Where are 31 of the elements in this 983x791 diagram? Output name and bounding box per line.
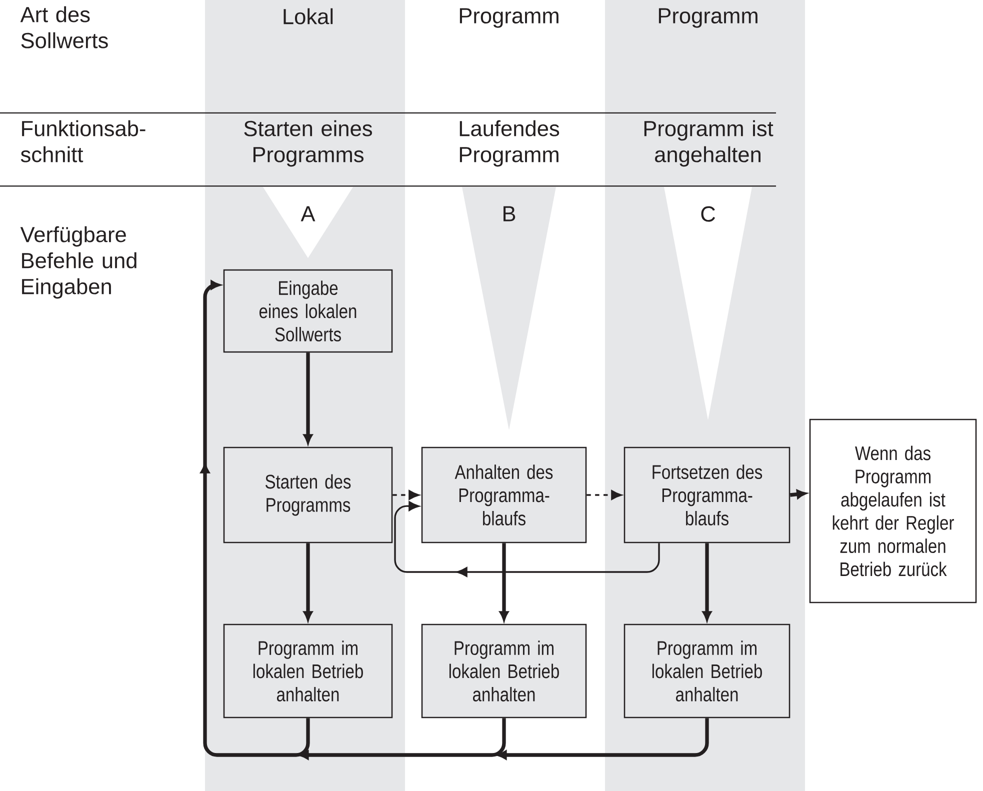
- arrow: [702, 543, 712, 621]
- column-heading: Programm: [658, 8, 758, 28]
- process-box: Starten des Programms: [223, 446, 393, 544]
- column-heading: Starten eines Programms: [244, 120, 372, 167]
- section-letter: C: [701, 206, 716, 222]
- arrow: [299, 718, 506, 760]
- arrow: [304, 352, 312, 444]
- column-heading: Programm ist angehalten: [644, 120, 774, 167]
- section-letter: A: [300, 206, 316, 222]
- arrow: [200, 280, 310, 757]
- process-box: Programm im lokalen Betrieb anhalten: [624, 624, 790, 718]
- row-heading: Funktionsab- schnitt: [20, 120, 146, 162]
- process-box: Eingabe eines lokalen Sollwerts: [223, 269, 393, 353]
- section-letter: B: [504, 206, 516, 222]
- process-box: Fortsetzen des Programma- blaufs: [624, 446, 790, 544]
- arrow: [500, 543, 508, 621]
- arrow: [586, 490, 622, 500]
- arrow: [394, 501, 660, 577]
- process-box: Programm im lokalen Betrieb anhalten: [223, 624, 393, 718]
- column-heading: Lokal: [284, 8, 333, 24]
- column-heading: Laufendes Programm: [460, 120, 560, 167]
- row-heading: Verfügbare Befehle und Eingaben: [20, 226, 136, 299]
- column-heading: Programm: [460, 8, 558, 28]
- note-box: Wenn das Programm abgelaufen ist kehrt der Regler zum normalen Betrieb zurück: [809, 418, 977, 604]
- arrow: [790, 490, 806, 499]
- arrow: [497, 718, 709, 760]
- arrow: [392, 490, 420, 500]
- arrow: [304, 543, 312, 621]
- process-box: Programm im lokalen Betrieb anhalten: [421, 624, 587, 718]
- row-heading: Art des Sollwerts: [20, 6, 108, 48]
- process-box: Anhalten des Programma- blaufs: [421, 446, 587, 544]
